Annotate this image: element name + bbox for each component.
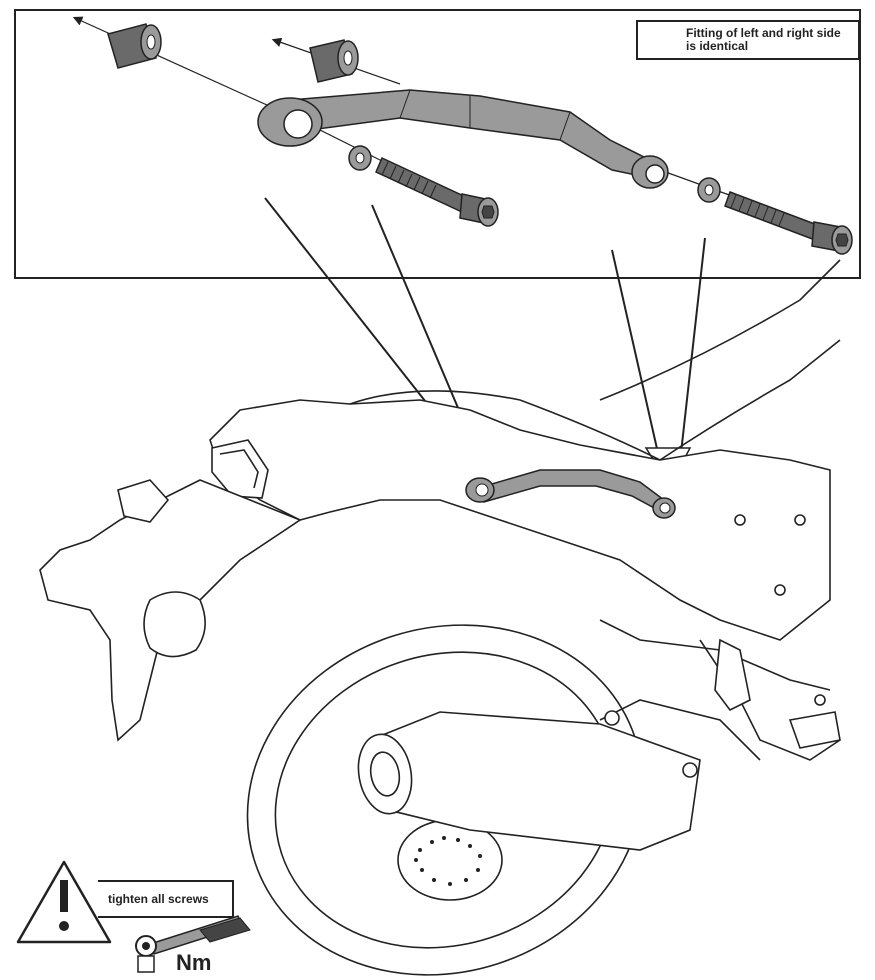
tail-light	[211, 439, 269, 499]
tail-fender	[209, 399, 831, 641]
torque-wrench-icon	[135, 915, 251, 973]
note-box: Fitting of left and right side is identi…	[636, 20, 860, 60]
motorcycle-rear	[39, 259, 841, 976]
warning-text: tighten all screws	[108, 892, 209, 906]
warning-box: tighten all screws	[98, 880, 234, 918]
warning-triangle-icon	[16, 860, 112, 944]
bolt-left	[375, 156, 499, 227]
footpeg	[788, 711, 841, 749]
frame	[599, 619, 831, 691]
bolt-right	[724, 191, 853, 255]
muffler	[369, 711, 701, 851]
washer-left	[348, 145, 372, 171]
spacer-bushing-right	[309, 39, 359, 83]
shock-absorber	[714, 638, 751, 712]
note-line-2: is identical	[686, 39, 749, 53]
turn-signal	[117, 479, 170, 523]
spacer-bushing-left	[107, 23, 162, 69]
note-line-1: Fitting of left and right side	[686, 26, 841, 40]
washer-right	[697, 177, 721, 203]
torque-unit-label: Nm	[176, 950, 212, 975]
grab-bar	[257, 89, 669, 189]
note-text: Fitting of left and right side is identi…	[686, 27, 858, 53]
grab-bar-installed	[465, 469, 676, 519]
